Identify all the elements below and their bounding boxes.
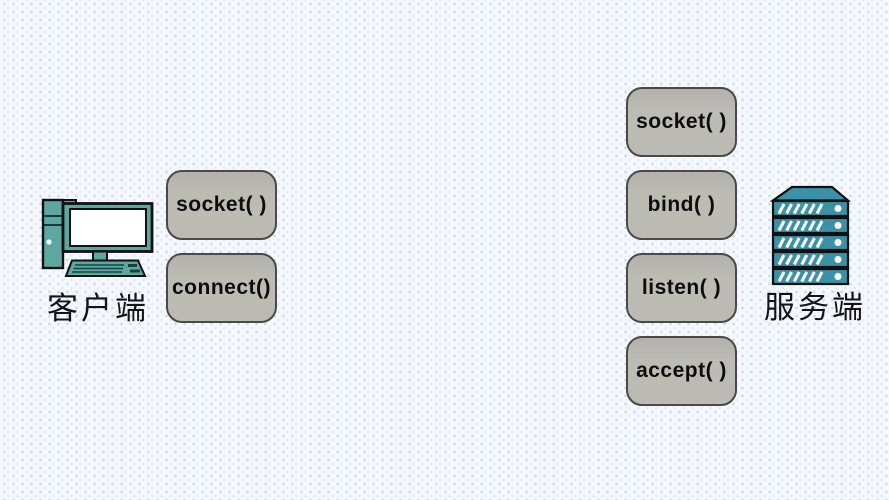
server-units xyxy=(771,199,850,286)
server-socket-box: socket( ) xyxy=(626,87,737,157)
client-label: 客户端 xyxy=(47,291,149,326)
client-socket-box: socket( ) xyxy=(166,170,277,240)
server-accept-box: accept( ) xyxy=(626,336,737,406)
desktop-computer-icon xyxy=(41,198,154,277)
server-bind-box: bind( ) xyxy=(626,170,737,240)
server-listen-box: listen( ) xyxy=(626,253,737,323)
client-connect-box: connect() xyxy=(166,253,277,323)
server-label: 服务端 xyxy=(764,290,866,325)
server-rack-icon xyxy=(770,185,852,286)
